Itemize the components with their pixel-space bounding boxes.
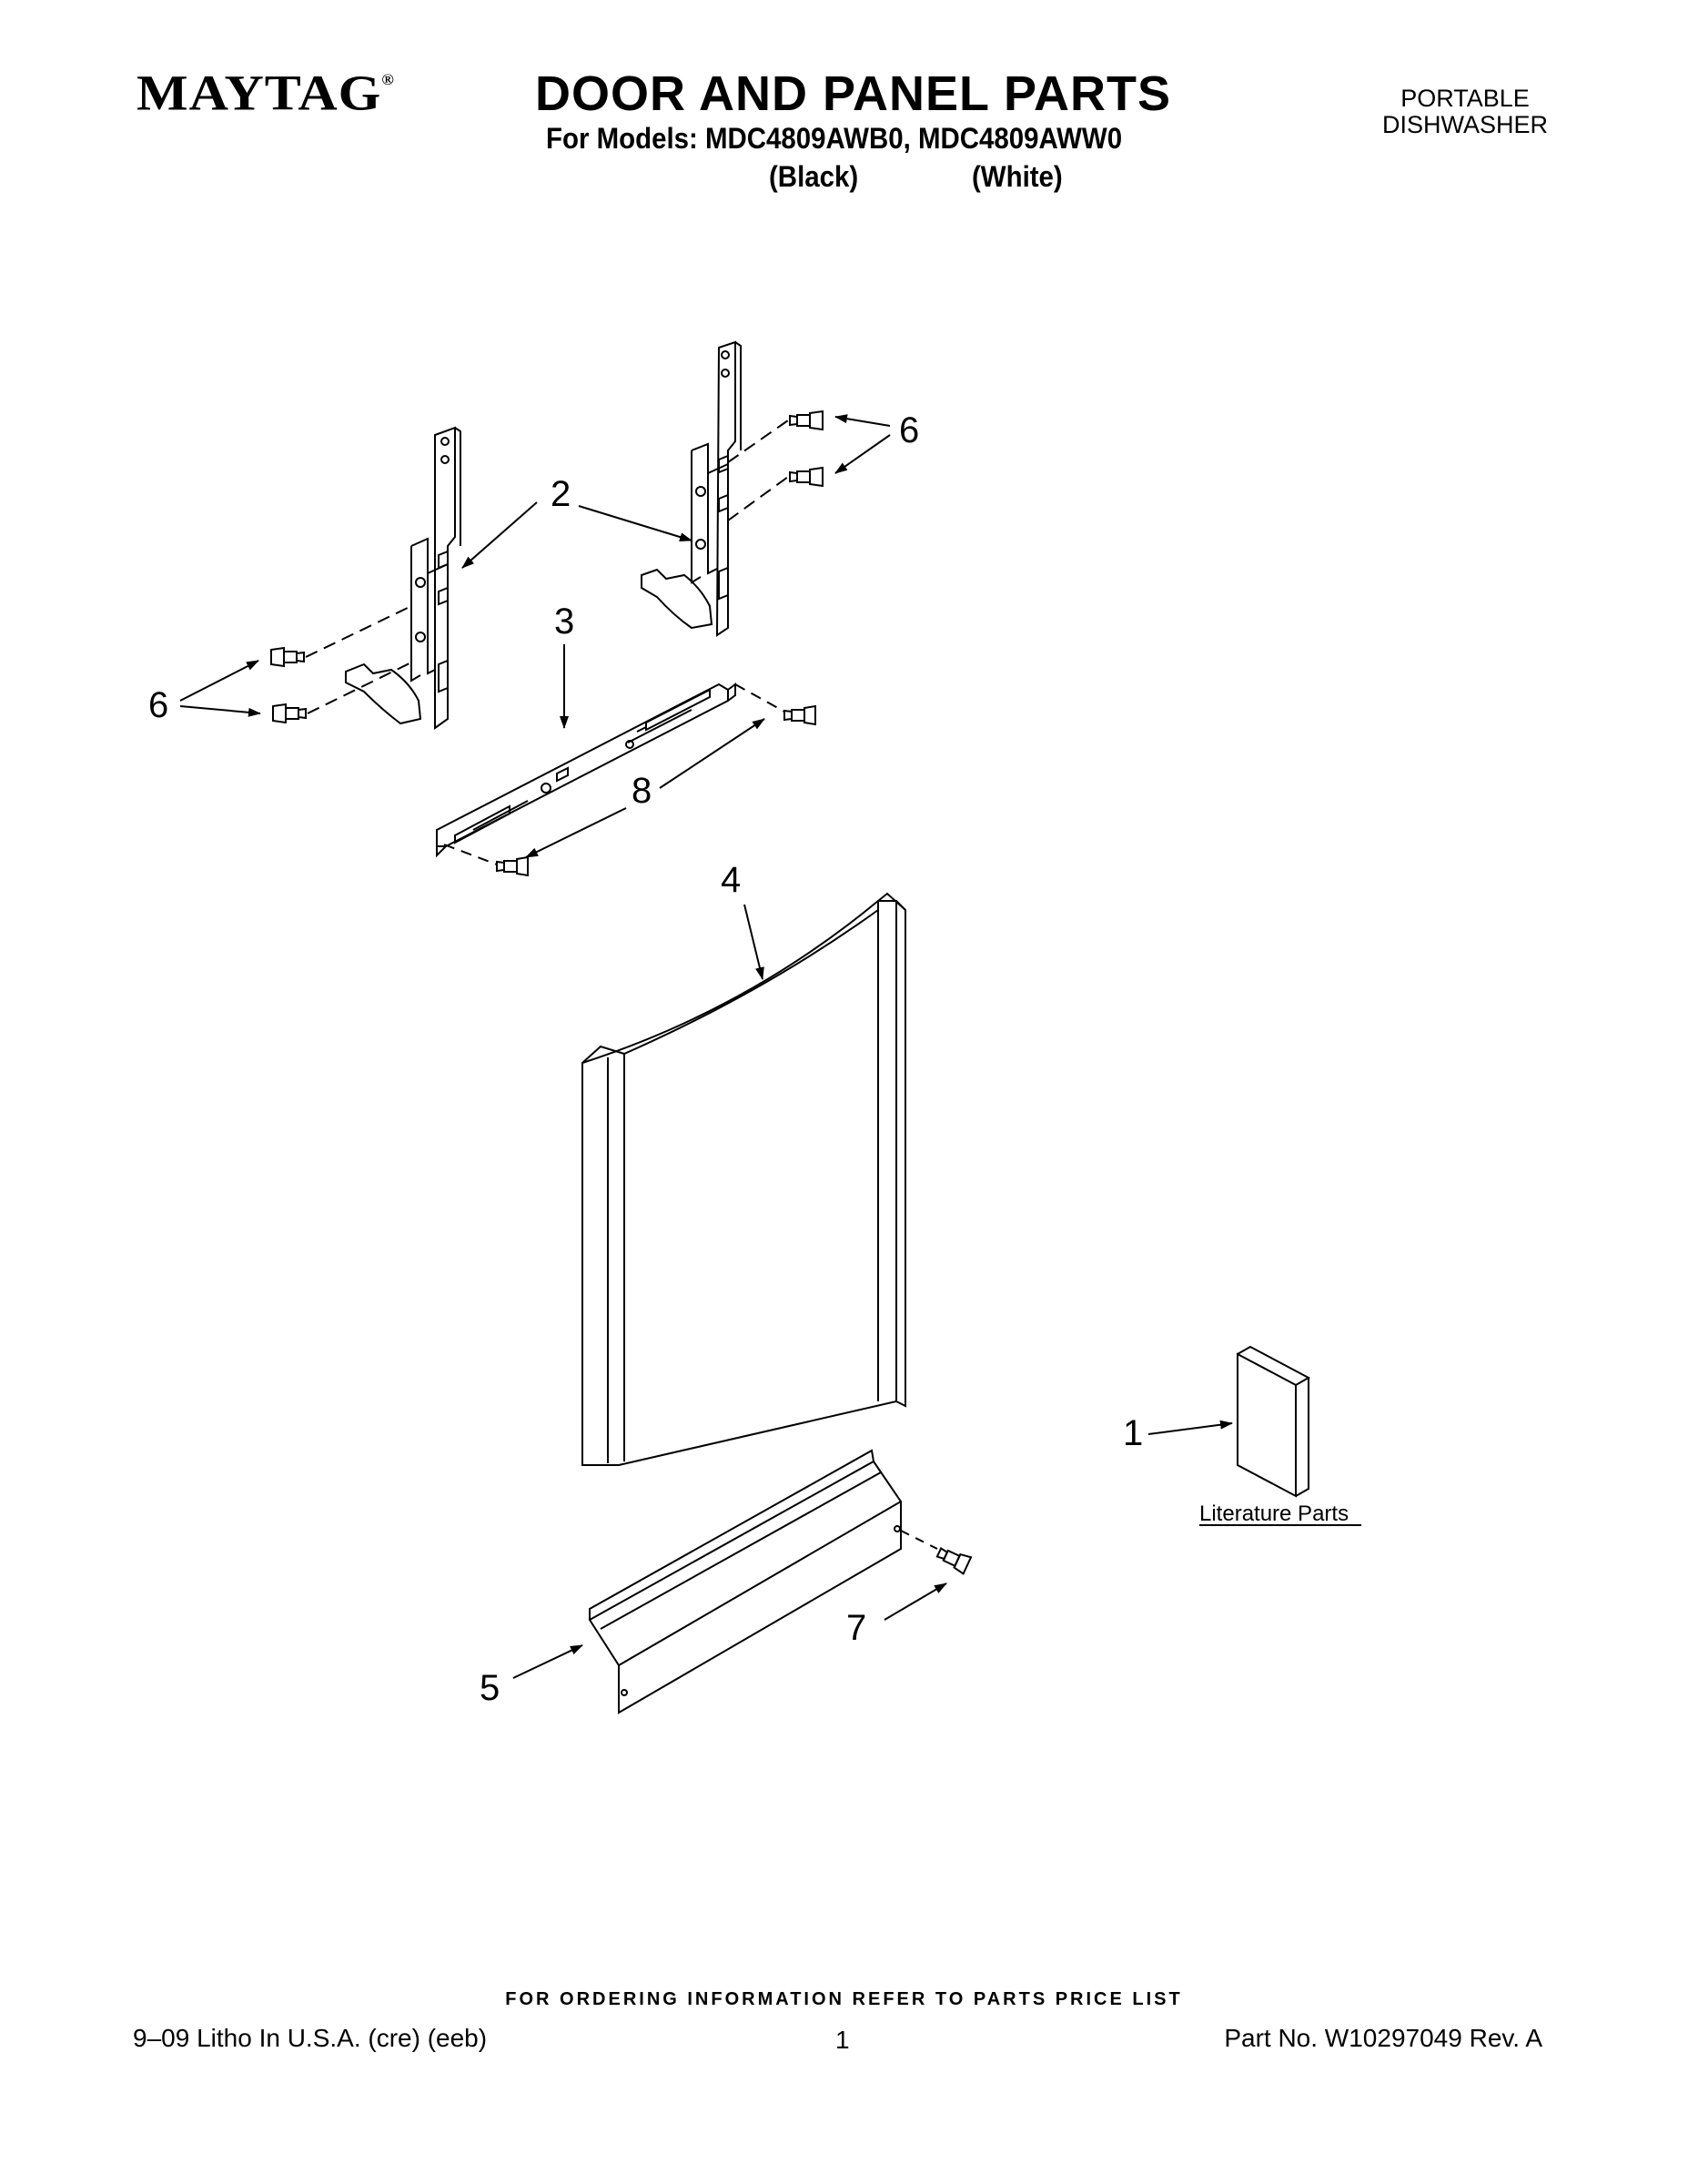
callout-8: 8 xyxy=(632,771,652,811)
bottom-screws xyxy=(496,704,816,877)
callout-leaders xyxy=(179,414,1233,1679)
screw-alignment-lines xyxy=(305,420,789,714)
right-hinge-bracket xyxy=(641,340,742,637)
callout-6-left: 6 xyxy=(148,685,168,725)
brand-name: MAYTAG xyxy=(136,65,382,121)
product-type: PORTABLE DISHWASHER xyxy=(1365,86,1565,138)
models-line: For Models: MDC4809AWB0, MDC4809AWW0 xyxy=(546,122,1123,155)
callout-7: 7 xyxy=(846,1608,866,1648)
print-info: 9–09 Litho In U.S.A. (cre) (eeb) xyxy=(133,2024,488,2052)
callout-2: 2 xyxy=(551,474,571,514)
model-color-black: (Black) xyxy=(769,160,859,193)
page-title: DOOR AND PANEL PARTS xyxy=(535,66,1172,121)
part-number: Part No. W10297049 Rev. A xyxy=(1224,2024,1542,2052)
toe-panel xyxy=(588,1449,903,1714)
callout-5: 5 xyxy=(480,1668,500,1708)
literature-booklet xyxy=(1237,1345,1311,1498)
callout-4: 4 xyxy=(721,860,741,900)
product-type-line1: PORTABLE xyxy=(1400,85,1530,112)
ordering-note: FOR ORDERING INFORMATION REFER TO PARTS … xyxy=(505,1989,1183,2009)
brand-logo: MAYTAG® xyxy=(136,65,395,121)
toe-panel-screw-line xyxy=(900,1530,938,1550)
model-color-white: (White) xyxy=(972,160,1063,193)
literature-parts-label: Literature Parts xyxy=(1199,1502,1349,1526)
callout-6-right: 6 xyxy=(899,410,919,450)
channel-screw-lines xyxy=(443,683,785,865)
product-type-line2: DISHWASHER xyxy=(1381,111,1548,138)
callout-3: 3 xyxy=(554,602,574,642)
callout-1: 1 xyxy=(1123,1413,1143,1453)
page-number: 1 xyxy=(835,2026,850,2054)
channel-bracket xyxy=(436,682,736,858)
door-panel xyxy=(581,892,906,1466)
hinge-screws xyxy=(270,410,824,724)
left-hinge-bracket xyxy=(345,426,461,730)
toe-panel-screw xyxy=(935,1547,973,1575)
